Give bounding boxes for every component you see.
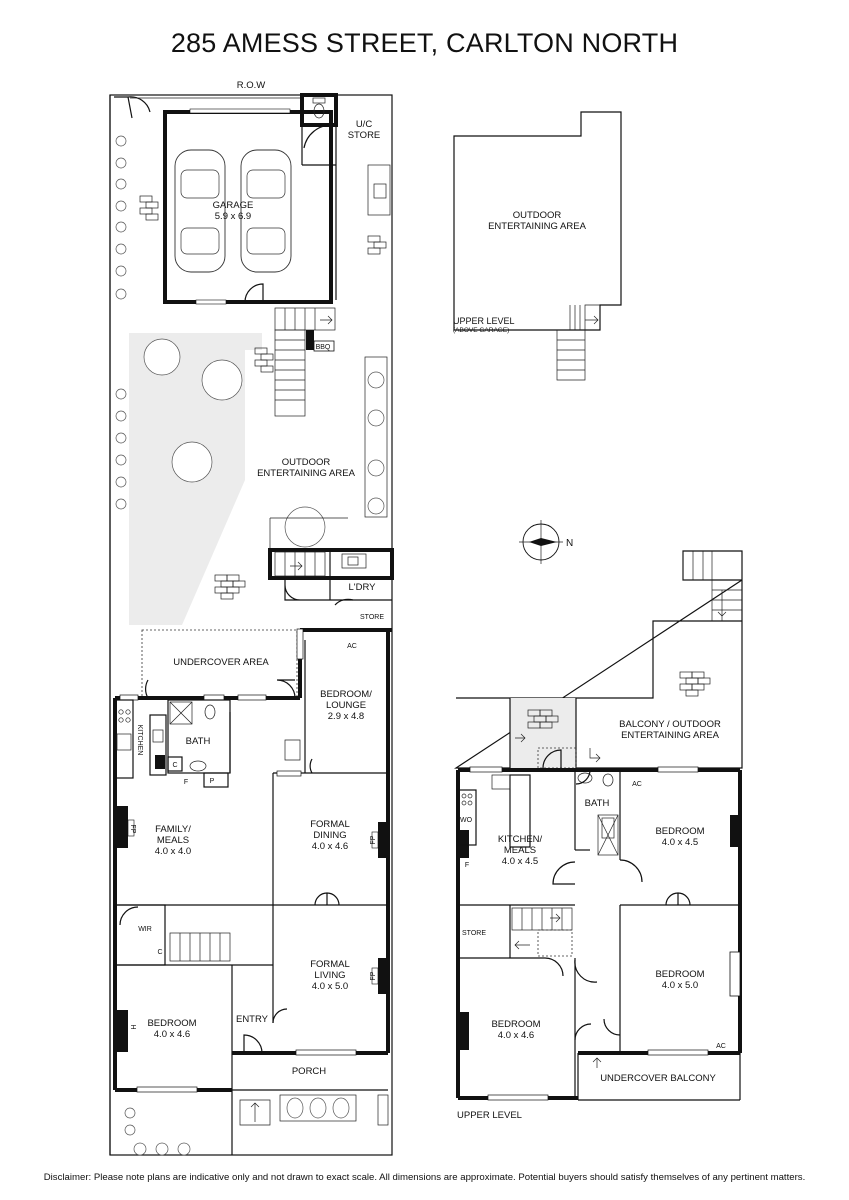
upper-kitchen-label-2: MEALS: [504, 845, 536, 856]
upper-outdoor-label-2: ENTERTAINING AREA: [488, 221, 586, 232]
svg-text:AC: AC: [716, 1043, 726, 1050]
uc-store-label-1: U/C: [356, 119, 373, 130]
formal-dining-dimensions: 4.0 x 4.6: [312, 841, 348, 852]
wir-label: WIR: [138, 926, 152, 933]
disclaimer-text: Disclaimer: Please note plans are indica…: [43, 1172, 806, 1183]
uc-store-label-2: STORE: [348, 130, 381, 141]
upper-bedroom3-label: BEDROOM: [491, 1019, 540, 1030]
formal-dining-label-2: DINING: [313, 830, 346, 841]
balcony-paver-texture: [527, 671, 711, 729]
upper-undercover-balcony-label: UNDERCOVER BALCONY: [600, 1073, 716, 1084]
upper-garage-plan: OUTDOOR ENTERTAINING AREA UPPER LEVEL (A…: [453, 111, 622, 381]
upper-bedroom1-dimensions: 4.0 x 4.5: [662, 837, 698, 848]
upper-bath-label: BATH: [585, 798, 610, 809]
garage-label: GARAGE: [213, 200, 254, 211]
svg-text:WO: WO: [460, 817, 473, 824]
upper-level-plan: WO F BALCONY / OUTDOOR ENTERTAINING AREA: [453, 550, 743, 1121]
bath-label: BATH: [186, 736, 211, 747]
paver-texture: [139, 195, 387, 600]
bedroom-lounge-label-2: LOUNGE: [326, 700, 366, 711]
upper-bedroom3-dimensions: 4.0 x 4.6: [498, 1030, 534, 1041]
family-label-1: FAMILY/: [155, 824, 191, 835]
bedroom-lounge-dimensions: 2.9 x 4.8: [328, 711, 364, 722]
bedroom-label: BEDROOM: [147, 1018, 196, 1029]
svg-text:F: F: [184, 779, 188, 786]
garage-dimensions: 5.9 x 6.9: [215, 211, 251, 222]
garage-stair: [274, 307, 336, 417]
formal-living-label-1: FORMAL: [310, 959, 350, 970]
rear-gate: [114, 96, 151, 119]
upper-garage-level-sub: (ABOVE GARAGE): [453, 327, 509, 334]
bbq-label: BBQ: [316, 344, 331, 351]
undercover-label: UNDERCOVER AREA: [173, 657, 269, 668]
compass-north-label: N: [566, 538, 573, 549]
upper-kitchen-label-1: KITCHEN/: [498, 834, 543, 845]
formal-living-label-2: LIVING: [314, 970, 345, 981]
upper-stair: [511, 907, 573, 957]
svg-text:P: P: [210, 778, 215, 785]
family-dimensions: 4.0 x 4.0: [155, 846, 191, 857]
row-label: R.O.W: [237, 80, 266, 91]
store-label: STORE: [360, 614, 384, 621]
formal-living-dimensions: 4.0 x 5.0: [312, 981, 348, 992]
garage-roof-terrace: [453, 111, 622, 331]
upper-balcony-label-1: BALCONY / OUTDOOR: [619, 719, 721, 730]
laundry-label: L'DRY: [349, 582, 377, 593]
upper-store-label: STORE: [462, 930, 486, 937]
outdoor-label-1: OUTDOOR: [282, 457, 331, 468]
entry-label: ENTRY: [236, 1014, 269, 1025]
upper-garage-level-label: UPPER LEVEL: [453, 316, 515, 326]
svg-text:FP: FP: [370, 835, 377, 844]
svg-text:AC: AC: [632, 781, 642, 788]
bedroom-dimensions: 4.0 x 4.6: [154, 1029, 190, 1040]
page-title: 285 AMESS STREET, CARLTON NORTH: [170, 28, 679, 58]
garden-trees: [143, 338, 326, 548]
upper-outdoor-label-1: OUTDOOR: [513, 210, 562, 221]
svg-text:FP: FP: [370, 971, 377, 980]
internal-stair: [169, 739, 301, 962]
kitchen-label: KITCHEN: [136, 725, 143, 756]
ground-floor-plan: BBQ: [109, 80, 394, 1156]
svg-text:FP: FP: [129, 825, 136, 834]
svg-text:AC: AC: [347, 643, 357, 650]
upper-bedroom2-dimensions: 4.0 x 5.0: [662, 980, 698, 991]
svg-text:C: C: [157, 949, 162, 956]
upper-balcony-label-2: ENTERTAINING AREA: [621, 730, 719, 741]
family-label-2: MEALS: [157, 835, 189, 846]
car-right-icon: [240, 149, 292, 273]
svg-text:F: F: [465, 862, 469, 869]
upper-bedroom2-label: BEDROOM: [655, 969, 704, 980]
porch-label: PORCH: [292, 1066, 326, 1077]
compass-icon: N: [519, 520, 573, 564]
car-left-icon: [174, 149, 226, 273]
svg-text:H: H: [129, 1024, 136, 1029]
upper-bedroom1-label: BEDROOM: [655, 826, 704, 837]
upper-level-label: UPPER LEVEL: [457, 1110, 522, 1121]
svg-text:C: C: [172, 762, 177, 769]
upper-kitchen-dimensions: 4.0 x 4.5: [502, 856, 538, 867]
bedroom-lounge-label-1: BEDROOM/: [320, 689, 372, 700]
boundary-hedge: [115, 135, 127, 510]
formal-dining-label-1: FORMAL: [310, 819, 350, 830]
outdoor-label-2: ENTERTAINING AREA: [257, 468, 355, 479]
